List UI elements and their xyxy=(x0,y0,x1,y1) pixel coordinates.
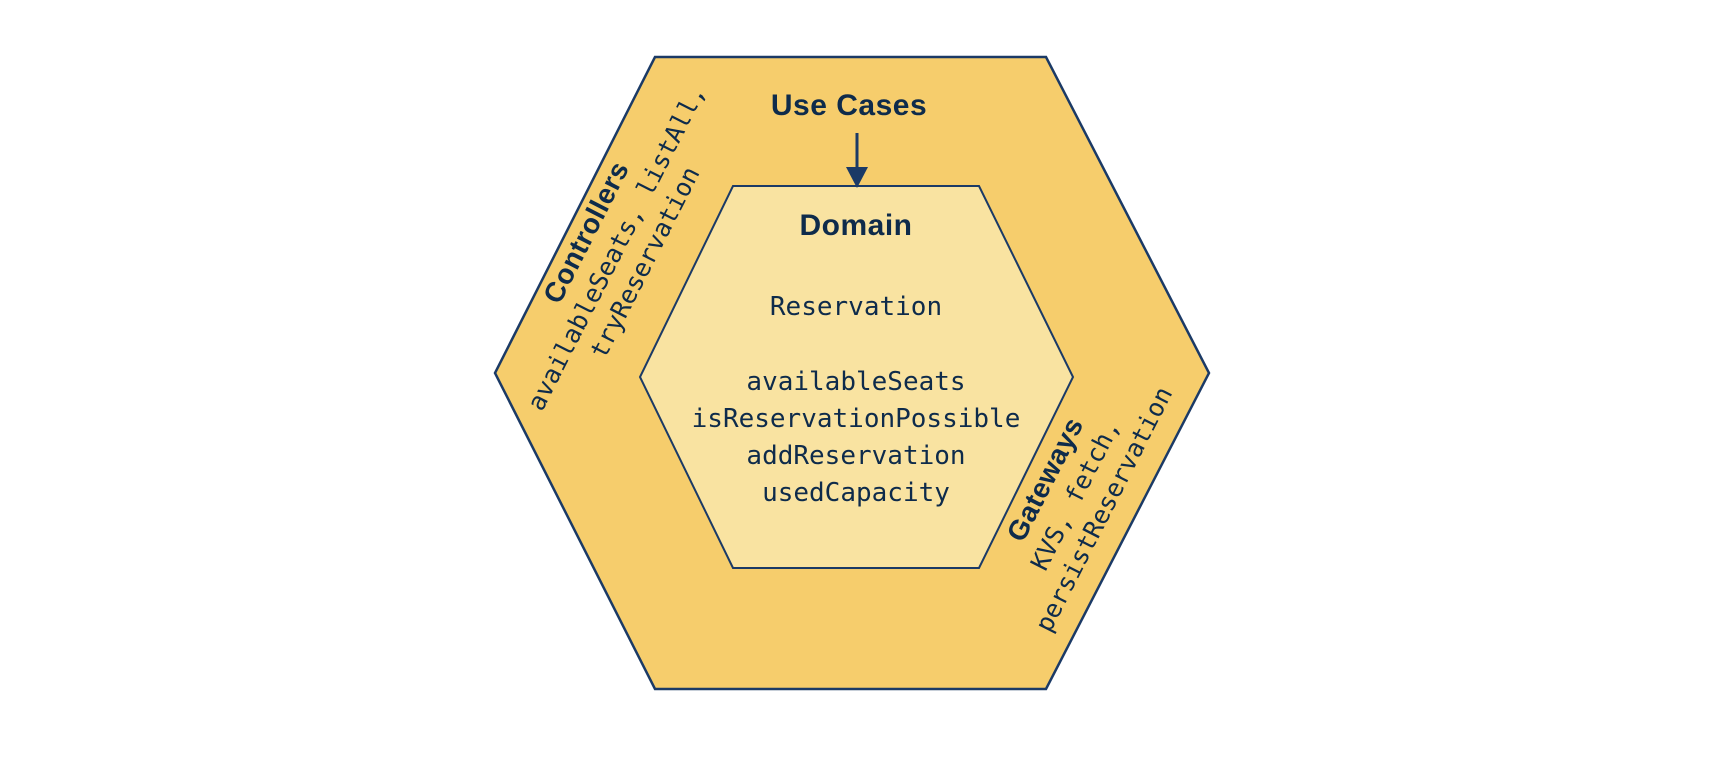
domain-method: addReservation xyxy=(746,441,966,471)
domain-method: isReservationPossible xyxy=(691,404,1021,434)
domain-method: availableSeats xyxy=(746,367,966,397)
inner-hexagon-shape xyxy=(638,185,1075,569)
use-cases-label: Use Cases xyxy=(770,89,928,122)
domain-methods-list: availableSeats isReservationPossible add… xyxy=(692,364,1021,512)
domain-entity-label: Reservation xyxy=(769,292,943,322)
arrow-head-icon xyxy=(846,167,868,188)
domain-method: usedCapacity xyxy=(762,478,950,508)
domain-label: Domain xyxy=(799,209,913,242)
